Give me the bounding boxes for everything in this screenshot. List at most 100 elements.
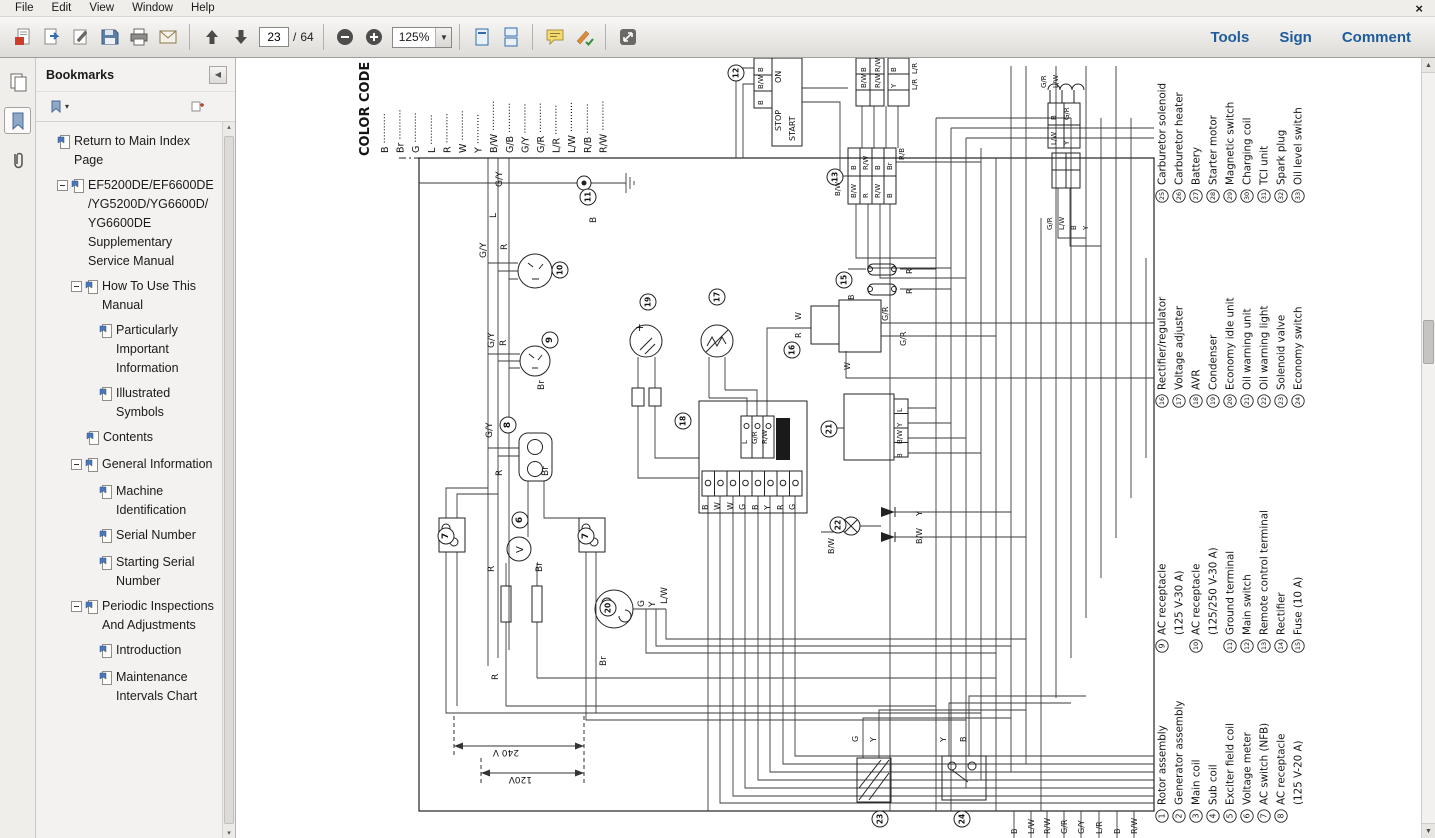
bookmark-icon (12, 112, 23, 130)
review-button[interactable] (570, 24, 597, 51)
bookmark-small-icon (51, 100, 61, 113)
fill-sign-button[interactable] (67, 24, 94, 51)
bookmarks-scroll-thumb[interactable] (224, 136, 234, 824)
bookmark-label[interactable]: Return to Main Index Page (74, 134, 191, 167)
menu-item-help[interactable]: Help (190, 2, 215, 14)
diagram-label: 240 V (492, 747, 519, 757)
tools-pane-button[interactable]: Tools (1210, 28, 1250, 46)
menu-item-window[interactable]: Window (132, 2, 173, 14)
document-scroll-thumb[interactable] (1423, 320, 1434, 364)
diagram-label: R/B ·········· (583, 103, 594, 153)
bookmark-item[interactable]: Machine Identification (36, 482, 235, 520)
zoom-level-select[interactable]: 125% ▼ (391, 26, 453, 48)
diagram-label: Exciter field coil (1225, 723, 1237, 805)
callout-circle (1223, 394, 1237, 408)
diagram-label: G (738, 504, 747, 510)
single-page-view-button[interactable] (468, 24, 495, 51)
export-button[interactable] (38, 24, 65, 51)
diagram-label: L/W (660, 587, 670, 604)
scroll-down-icon[interactable]: ▾ (227, 830, 231, 837)
menu-item-edit[interactable]: Edit (51, 2, 72, 14)
collapse-expander-icon[interactable] (71, 281, 82, 292)
bookmark-item[interactable]: Contents (36, 428, 235, 449)
save-button[interactable] (96, 24, 123, 51)
diagram-label: Sub coil (1208, 764, 1220, 805)
collapse-expander-icon[interactable] (71, 459, 82, 470)
bookmark-label[interactable]: Periodic Inspections And Adjustments (102, 599, 214, 632)
bookmark-item[interactable]: Illustrated Symbols (36, 384, 235, 422)
bookmark-item[interactable]: Introduction (36, 641, 235, 662)
diagram-label: Oil warning unit (1242, 308, 1254, 390)
next-page-button[interactable] (227, 24, 254, 51)
bookmark-label[interactable]: How To Use This Manual (102, 279, 197, 312)
create-pdf-button[interactable] (9, 24, 36, 51)
diagram-label: 8 (503, 422, 513, 428)
diagram-label: ON (774, 71, 783, 83)
scroll-up-icon[interactable]: ▲ (1422, 58, 1435, 73)
page-thumbnails-button[interactable] (4, 68, 31, 95)
bookmark-item[interactable]: How To Use This Manual (36, 277, 235, 315)
menu-item-file[interactable]: File (15, 2, 34, 14)
diagram-label: G/R ·········· (536, 103, 547, 153)
bookmark-item[interactable]: Starting Serial Number (36, 553, 235, 591)
bookmark-label[interactable]: Maintenance Intervals Chart (116, 670, 198, 703)
attachments-button[interactable] (4, 146, 31, 173)
bookmark-label[interactable]: Illustrated Symbols (116, 386, 171, 419)
bookmark-item[interactable]: Maintenance Intervals Chart (36, 668, 235, 706)
sign-pane-button[interactable]: Sign (1279, 28, 1312, 46)
scroll-up-icon[interactable]: ▴ (227, 124, 231, 131)
callout-circle (835, 271, 853, 289)
collapse-panel-button[interactable]: ◀ (209, 65, 227, 84)
fullscreen-button[interactable] (614, 24, 641, 51)
bookmark-item[interactable]: Periodic Inspections And Adjustments (36, 597, 235, 635)
bookmark-page-icon (99, 528, 113, 547)
callout-circle (1189, 189, 1203, 203)
close-icon[interactable]: × (1415, 0, 1423, 16)
diagram-label: R (794, 332, 803, 338)
comment-pane-button[interactable]: Comment (1341, 28, 1411, 46)
callout-circle (1155, 809, 1169, 823)
bookmark-page-icon (71, 178, 85, 197)
zoom-in-button[interactable] (361, 24, 388, 51)
bookmark-item[interactable]: Particularly Important Information (36, 321, 235, 378)
diagram-label: + (635, 321, 644, 334)
collapse-expander-icon[interactable] (71, 601, 82, 612)
scroll-down-icon[interactable]: ▼ (1422, 823, 1435, 838)
diagram-label: L/W (1050, 132, 1058, 145)
bookmark-label[interactable]: Serial Number (116, 528, 196, 542)
bookmark-page-icon (99, 670, 113, 689)
continuous-view-button[interactable] (497, 24, 524, 51)
bookmarks-panel-button[interactable] (4, 107, 31, 134)
collapse-expander-icon[interactable] (57, 180, 68, 191)
bookmark-item[interactable]: General Information (36, 455, 235, 476)
bookmark-label[interactable]: Contents (103, 430, 154, 444)
bookmarks-scrollbar[interactable]: ▴ ▾ (222, 122, 235, 838)
expand-current-bookmark-button[interactable] (187, 97, 209, 117)
diagram-label: Ground terminal (1225, 551, 1237, 635)
bookmark-item[interactable]: Serial Number (36, 526, 235, 547)
bookmark-label[interactable]: Introduction (116, 643, 182, 657)
bookmark-label[interactable]: Starting Serial Number (116, 555, 195, 588)
fullscreen-icon (619, 29, 636, 45)
bookmark-label[interactable]: Machine Identification (116, 484, 187, 517)
bookmark-label[interactable]: General Information (102, 457, 213, 471)
previous-page-button[interactable] (198, 24, 225, 51)
page-number-input[interactable] (259, 27, 289, 47)
zoom-out-button[interactable] (332, 24, 359, 51)
print-button[interactable] (125, 24, 152, 51)
menu-item-view[interactable]: View (89, 2, 115, 14)
comment-note-button[interactable] (541, 24, 568, 51)
document-scrollbar[interactable]: ▲ ▼ (1421, 58, 1435, 838)
chevron-down-icon[interactable]: ▼ (435, 27, 452, 47)
bookmark-item[interactable]: Return to Main Index Page (36, 132, 235, 170)
bookmark-item[interactable]: EF5200DE/EF6600DE/YG5200D/YG6600D/YG6600… (36, 176, 235, 271)
email-button[interactable] (154, 24, 181, 51)
diagram-label: (125 V-30 A) (1174, 570, 1186, 635)
bookmark-label[interactable]: EF5200DE/EF6600DE/YG5200D/YG6600D/YG6600… (88, 178, 214, 268)
bookmark-options-button[interactable]: ▾ (46, 97, 73, 117)
bookmark-label[interactable]: Particularly Important Information (116, 323, 179, 375)
comp-connector-a (855, 58, 885, 107)
diagram-label: W (794, 312, 803, 320)
diagram-label: 20 (604, 603, 613, 613)
